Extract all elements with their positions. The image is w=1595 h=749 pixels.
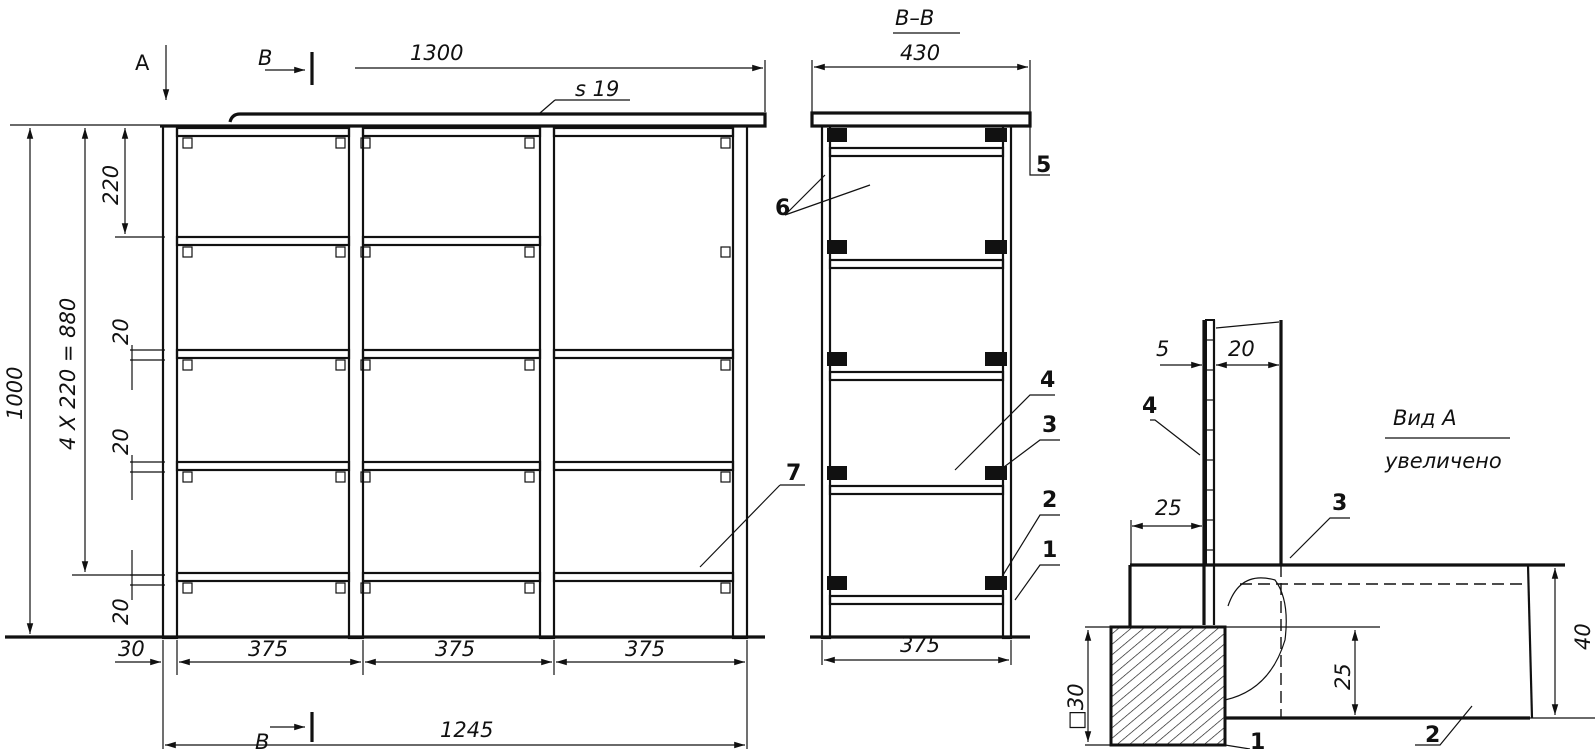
dim-gap-1: 20 xyxy=(109,318,133,345)
callout-5: 5 xyxy=(1036,153,1051,178)
dim-shelf-pitch: 4 X 220 = 880 xyxy=(56,298,80,450)
bracket xyxy=(335,246,346,258)
dim-gap-2: 20 xyxy=(109,428,133,455)
side-shelf xyxy=(828,258,1005,270)
front-view: 1000 4 X 220 = 880 220 20 20 20 30 375 3… xyxy=(3,41,805,749)
dim-inner-25: 25 xyxy=(1331,663,1355,690)
cleat xyxy=(827,576,847,590)
side-shelves xyxy=(827,128,1007,606)
shelf xyxy=(361,235,542,247)
bracket xyxy=(335,471,346,483)
shelf xyxy=(175,460,351,472)
dim-top-shelf: 220 xyxy=(99,165,123,205)
section-marker-bottom: B xyxy=(255,730,269,749)
bracket xyxy=(182,582,193,594)
shelf xyxy=(175,126,351,138)
detail-callout-1: 1 xyxy=(1250,730,1265,749)
side-shelf xyxy=(828,594,1005,606)
bracket xyxy=(360,137,371,149)
bracket xyxy=(524,246,535,258)
side-shelf xyxy=(828,146,1005,158)
side-shelf xyxy=(828,484,1005,496)
detail-title: Вид А xyxy=(1393,406,1457,430)
dim-offset: 30 xyxy=(118,637,145,661)
bracket xyxy=(360,471,371,483)
bracket xyxy=(524,582,535,594)
shelves xyxy=(175,126,735,594)
shelf xyxy=(361,571,542,583)
dim-offset-25: 25 xyxy=(1155,496,1182,520)
shelf xyxy=(361,460,542,472)
cleat xyxy=(827,128,847,142)
dim-depth-bottom: 375 xyxy=(900,633,940,657)
callout-2: 2 xyxy=(1042,488,1057,513)
dim-bar: 20 xyxy=(1228,337,1255,361)
detail-callout-2: 2 xyxy=(1425,723,1440,748)
bracket xyxy=(360,582,371,594)
dim-plank: 5 xyxy=(1156,337,1169,361)
bracket xyxy=(720,137,731,149)
shelf xyxy=(552,571,735,583)
bracket xyxy=(720,471,731,483)
bracket xyxy=(720,582,731,594)
cleat xyxy=(985,240,1007,254)
dim-top-width: 1300 xyxy=(410,41,463,65)
shelf xyxy=(552,348,735,360)
shelf xyxy=(552,460,735,472)
shelf xyxy=(361,348,542,360)
shelf xyxy=(552,126,735,138)
bracket xyxy=(524,471,535,483)
dim-height-40: 40 xyxy=(1571,623,1595,650)
bracket xyxy=(182,137,193,149)
top-thickness: s 19 xyxy=(575,77,619,101)
bracket xyxy=(182,359,193,371)
dim-gap-3: 20 xyxy=(109,598,133,625)
section-view: B–B 430 375 6 5 4 3 2 1 xyxy=(775,6,1060,665)
shelf xyxy=(175,348,351,360)
bracket xyxy=(182,471,193,483)
callout-6: 6 xyxy=(775,196,790,221)
bracket xyxy=(335,359,346,371)
dim-bay-1: 375 xyxy=(248,637,288,661)
posts xyxy=(161,124,749,640)
cleat xyxy=(985,128,1007,142)
bracket xyxy=(335,137,346,149)
side-shelf xyxy=(828,370,1005,382)
cleat xyxy=(827,352,847,366)
bracket xyxy=(360,246,371,258)
detail-callout-4: 4 xyxy=(1142,394,1157,419)
top-board xyxy=(160,112,767,128)
bracket xyxy=(720,246,731,258)
dim-overall-width: 1245 xyxy=(440,718,493,742)
section-title: B–B xyxy=(895,6,934,30)
callout-1: 1 xyxy=(1042,538,1057,563)
dim-bay-3: 375 xyxy=(625,637,665,661)
section-marker-top: B xyxy=(258,46,272,70)
cleat xyxy=(985,466,1007,480)
callout-7: 7 xyxy=(786,461,801,486)
view-marker-a: A xyxy=(135,51,150,75)
bracket xyxy=(360,359,371,371)
bracket xyxy=(720,359,731,371)
detail-subtitle: увеличено xyxy=(1384,449,1502,473)
callout-4: 4 xyxy=(1040,368,1055,393)
cleat xyxy=(827,240,847,254)
dim-total-height: 1000 xyxy=(3,367,27,420)
dim-depth-top: 430 xyxy=(900,41,940,65)
bracket xyxy=(524,137,535,149)
dim-bay-2: 375 xyxy=(435,637,475,661)
shelf xyxy=(175,235,351,247)
bracket xyxy=(335,582,346,594)
callout-3: 3 xyxy=(1042,413,1057,438)
dim-square: □30 xyxy=(1064,683,1088,730)
shelf xyxy=(175,571,351,583)
detail-callout-3: 3 xyxy=(1332,491,1347,516)
bracket xyxy=(182,246,193,258)
shelf xyxy=(361,126,542,138)
cleat xyxy=(827,466,847,480)
cleat xyxy=(985,576,1007,590)
detail-view: □30 5 20 25 40 25 Вид А увеличено 4 3 2 … xyxy=(1064,0,1595,749)
cleat xyxy=(985,352,1007,366)
bracket xyxy=(524,359,535,371)
